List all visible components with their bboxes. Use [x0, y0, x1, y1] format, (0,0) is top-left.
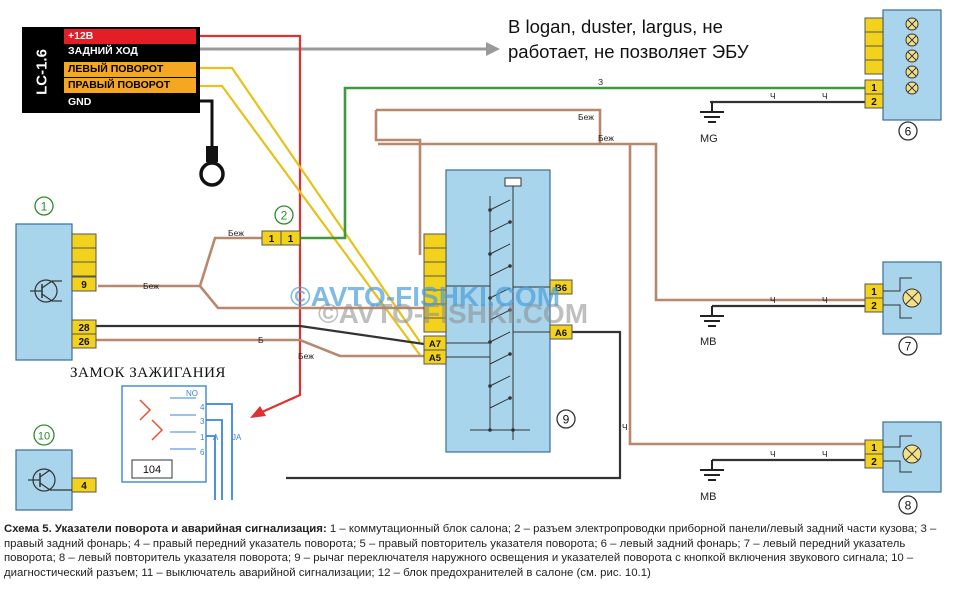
wire-yellow-turns — [196, 66, 421, 356]
block10-pin-4: 4 — [81, 481, 87, 492]
lc-row-gnd: GND — [64, 95, 196, 110]
component-10-number-circle — [33, 424, 55, 446]
wire-label-b: Б — [258, 335, 264, 345]
connector-2 — [261, 230, 301, 246]
annotation-text: В logan, duster, largus, не работает, не… — [508, 16, 749, 62]
component-6-number-circle — [898, 121, 918, 141]
watermark: ©AVTO-FISHKI.COM — [290, 281, 560, 312]
ignition-lock-title: ЗАМОК ЗАЖИГАНИЯ — [70, 365, 226, 381]
conn2-pin-1b: 1 — [288, 234, 294, 245]
lc-row-reverse: ЗАДНИЙ ХОД — [64, 44, 196, 59]
lamp7-pin-2: 2 — [871, 301, 877, 312]
watermark-shadow: ©AVTO-FISHKI.COM — [318, 298, 588, 329]
wire-label-bezh-2: Беж — [143, 281, 159, 291]
unit9-pin-a5: A5 — [429, 353, 442, 364]
component-8-lamp-block — [864, 421, 942, 493]
ignition-terminal-6: 6 — [200, 448, 205, 457]
component-1-block — [15, 223, 97, 361]
wire-label-ch-3: Ч — [770, 295, 776, 305]
component-9-number: 9 — [563, 413, 570, 427]
wire-label-bezh-5: Беж — [298, 351, 314, 361]
component-1-number-circle — [34, 196, 54, 216]
wire-label-ch-5: Ч — [770, 449, 776, 459]
ignition-box-label: 104 — [143, 464, 161, 476]
wire-label-z: З — [598, 77, 603, 87]
ground-mg — [700, 102, 724, 123]
wire-green — [300, 86, 865, 240]
component-7-number-circle — [898, 336, 918, 356]
wire-labels: Беж Беж Беж Беж Беж Б З Ч Ч Ч Ч Ч Ч Ч — [143, 77, 828, 459]
wire-label-ch-4: Ч — [822, 295, 828, 305]
component-8-number-circle — [898, 495, 918, 515]
gnd-ring-terminal — [196, 99, 225, 187]
ground-label-mg: MG — [700, 133, 718, 145]
wire-label-ch-1: Ч — [770, 91, 776, 101]
component-10-block — [15, 449, 97, 511]
component-9-number-circle — [556, 409, 576, 429]
wire-label-bezh-1: Беж — [228, 228, 244, 238]
component-7-lamp-block — [864, 261, 942, 335]
ignition-out-ja: JA — [232, 433, 242, 442]
component-9-switch-unit — [423, 169, 573, 453]
wire-label-ch-7: Ч — [622, 422, 628, 432]
component-8-number: 8 — [905, 499, 912, 513]
wire-beige — [96, 108, 865, 446]
lamp6-pin-2: 2 — [871, 97, 877, 108]
wire-label-ch-6: Ч — [822, 449, 828, 459]
wire-black — [96, 100, 865, 480]
wire-blue — [205, 403, 233, 500]
ignition-terminal-no: NO — [186, 389, 198, 398]
wire-label-bezh-3: Беж — [578, 112, 594, 122]
unit9-pin-a7: A7 — [429, 339, 441, 350]
component-10-number: 10 — [38, 431, 50, 443]
wire-label-bezh-4: Беж — [598, 133, 614, 143]
lc-row-left-turn: ЛЕВЫЙ ПОВОРОТ — [64, 62, 196, 77]
ground-label-mb-1: MB — [700, 336, 717, 348]
lc-row-right-turn: ПРАВЫЙ ПОВОРОТ — [64, 78, 196, 93]
caption-title: Схема 5. Указатели поворота и аварийная … — [4, 523, 327, 535]
lc-module-title: LC-1.6 — [33, 49, 51, 95]
ground-mb-1 — [700, 306, 724, 327]
ignition-out-a: A — [213, 433, 219, 442]
component-2-number-circle — [274, 205, 294, 225]
lamp6-pin-1: 1 — [871, 83, 877, 94]
annotation-arrow — [196, 42, 500, 56]
block1-pin-9: 9 — [81, 280, 87, 291]
ignition-terminal-4: 4 — [200, 403, 205, 412]
figure-caption: Схема 5. Указатели поворота и аварийная … — [4, 522, 954, 580]
ignition-terminal-1: 1 — [200, 433, 205, 442]
ground-mb-2 — [700, 460, 724, 481]
lamp8-pin-1: 1 — [871, 443, 877, 454]
wire-label-ch-2: Ч — [822, 91, 828, 101]
ground-label-mb-2: MB — [700, 491, 717, 503]
component-7-number: 7 — [905, 340, 912, 354]
component-6-lamp-block — [864, 9, 942, 121]
block1-pin-26: 26 — [78, 337, 90, 348]
conn2-pin-1a: 1 — [269, 234, 275, 245]
wire-red-12v — [196, 34, 302, 418]
ignition-switch — [121, 385, 207, 483]
unit9-pin-a6: A6 — [555, 328, 567, 339]
lc-row-12v: +12В — [64, 29, 196, 44]
ignition-terminal-3: 3 — [200, 417, 205, 426]
caption-text: 1 – коммутационный блок салона; 2 – разъ… — [4, 523, 937, 579]
component-1-number: 1 — [41, 200, 48, 214]
component-2-number: 2 — [281, 209, 288, 223]
lamp7-pin-1: 1 — [871, 287, 877, 298]
component-6-number: 6 — [905, 125, 912, 139]
unit9-pin-b6: B6 — [555, 283, 567, 294]
block1-pin-28: 28 — [78, 323, 90, 334]
lamp8-pin-2: 2 — [871, 457, 877, 468]
